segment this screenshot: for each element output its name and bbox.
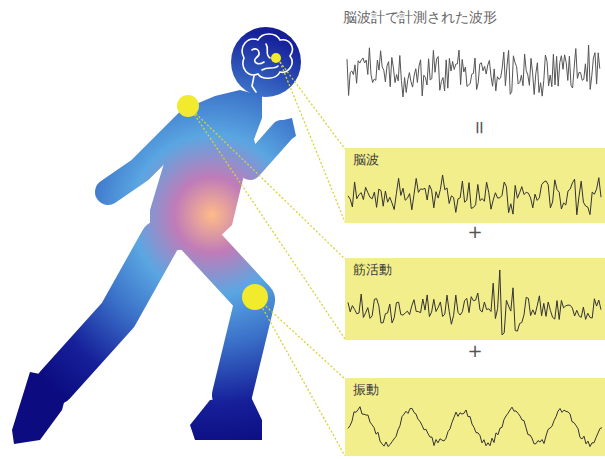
signal-panel: 脳波 bbox=[345, 148, 605, 223]
signal-trace bbox=[348, 175, 601, 215]
leader-lines bbox=[190, 62, 345, 456]
panel-heading: 筋活動 bbox=[353, 261, 392, 279]
equals-sign: = bbox=[471, 119, 492, 134]
signal-trace bbox=[348, 407, 602, 447]
measurement-dot bbox=[177, 53, 281, 310]
signal-panel: 振動 bbox=[345, 378, 605, 456]
plus-sign: + bbox=[467, 221, 482, 242]
brain-icon bbox=[242, 34, 292, 92]
panel-heading: 振動 bbox=[353, 381, 379, 399]
measured-waveform bbox=[347, 45, 600, 97]
plus-sign: + bbox=[467, 340, 482, 361]
panel-heading: 脳波 bbox=[353, 151, 379, 169]
figure-title: 脳波計で計測された波形 bbox=[343, 9, 497, 27]
signal-panel: 筋活動 bbox=[345, 258, 605, 340]
waveform bbox=[345, 378, 605, 456]
signal-trace bbox=[348, 270, 601, 335]
runner-silhouette bbox=[12, 27, 301, 444]
waveform bbox=[345, 148, 605, 223]
